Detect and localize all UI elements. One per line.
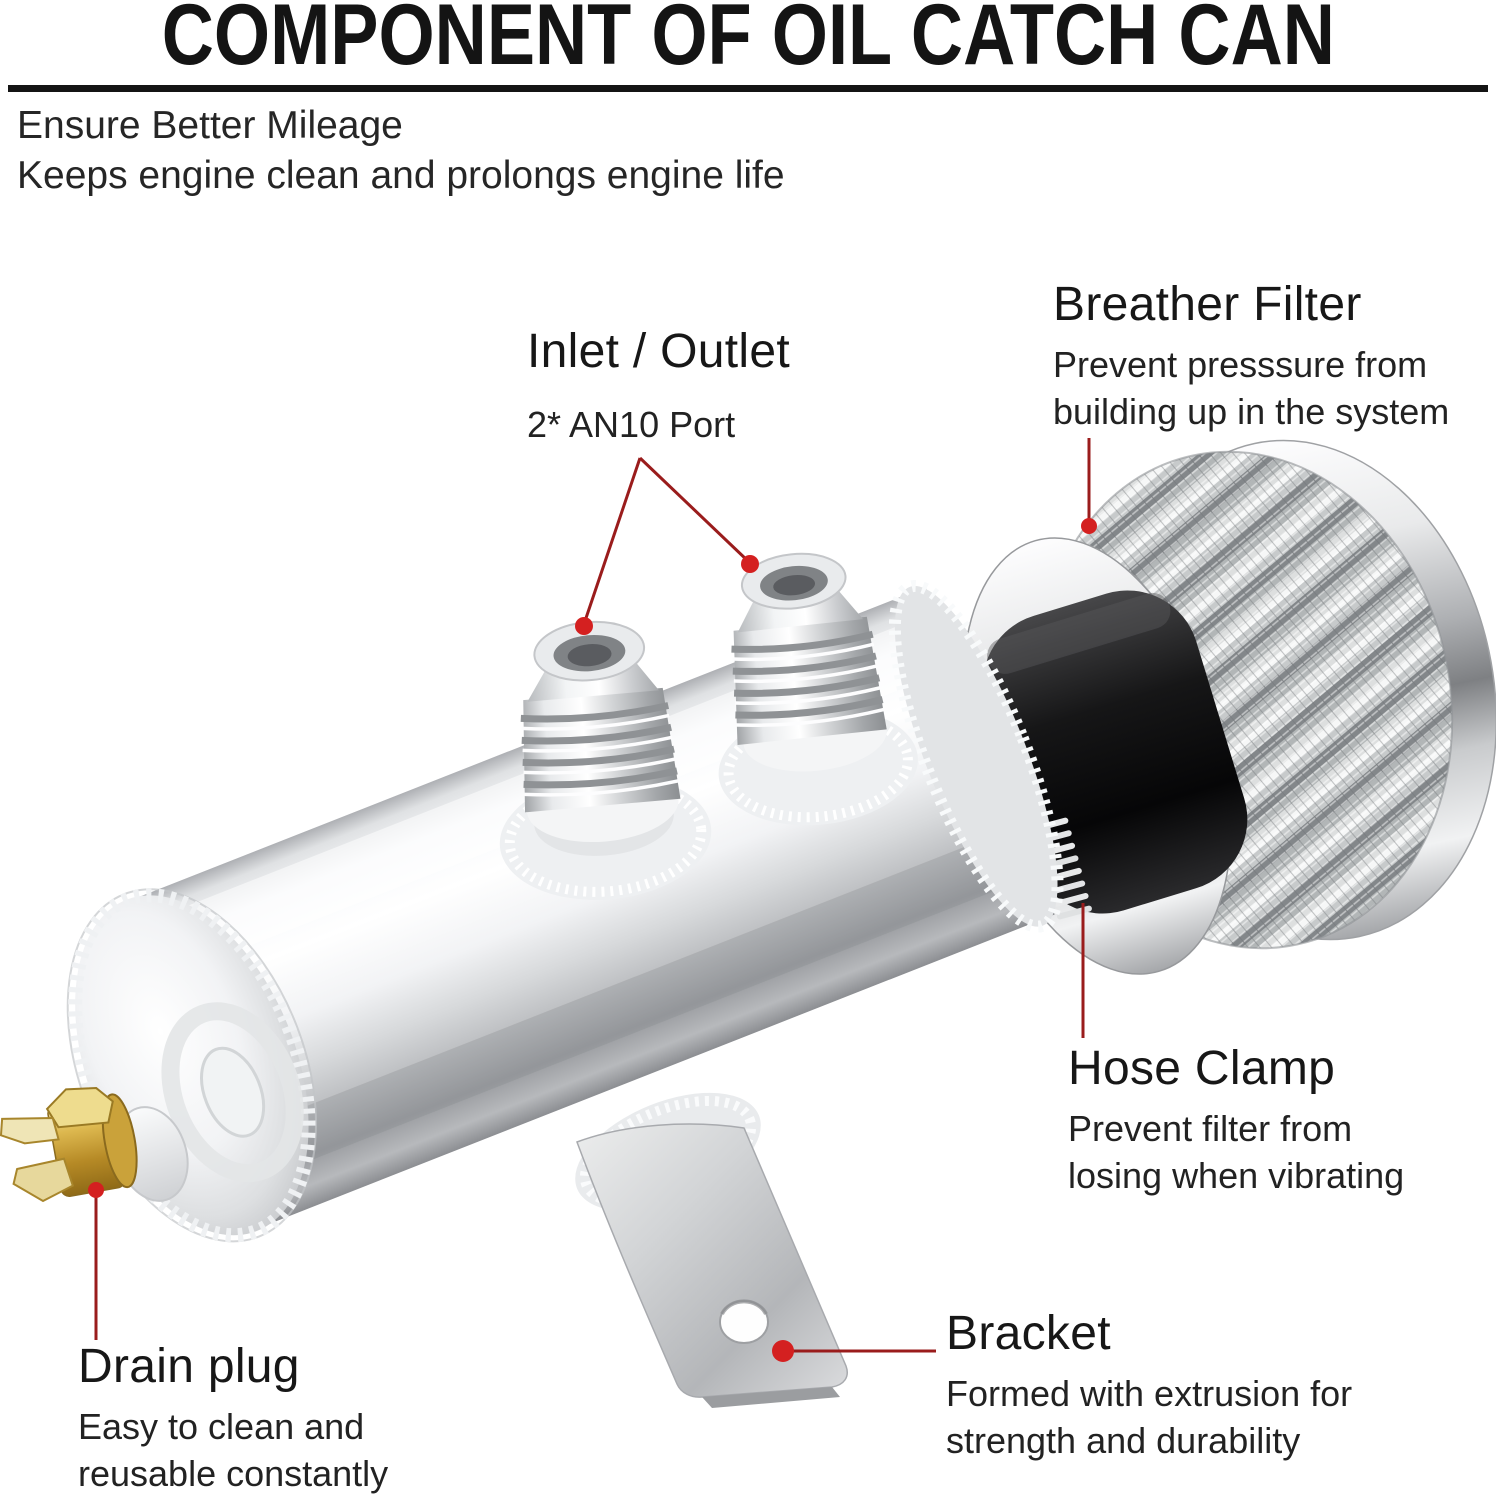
annotations: [94, 438, 1091, 1353]
callout-bracket-desc-1: Formed with extrusion for: [946, 1373, 1353, 1414]
callout-drain-plug-desc-1: Easy to clean and: [78, 1406, 365, 1447]
an10-fitting-right: [718, 552, 918, 826]
callout-drain-plug-title: Drain plug: [78, 1340, 300, 1393]
annotation-dot-inlet-left: [575, 617, 593, 635]
callout-breather-filter-desc-2: building up in the system: [1053, 391, 1450, 433]
callout-hose-clamp: Hose Clamp Prevent filter from losing wh…: [1068, 1041, 1404, 1199]
annotation-dot-drain-plug: [88, 1182, 104, 1198]
callout-bracket: Bracket Formed with extrusion for streng…: [946, 1306, 1352, 1464]
callout-hose-clamp-title: Hose Clamp: [1068, 1042, 1336, 1095]
tagline-engine-life: Keeps engine clean and prolongs engine l…: [17, 154, 785, 197]
callout-drain-plug-desc-2: reusable constantly: [78, 1453, 389, 1495]
callout-bracket-title: Bracket: [946, 1307, 1111, 1360]
drain-plug: [0, 1087, 189, 1203]
weld-bead-right: [888, 579, 1064, 933]
callout-hose-clamp-desc-1: Prevent filter from: [1068, 1108, 1353, 1149]
callout-breather-filter-title: Breather Filter: [1053, 278, 1362, 331]
annotation-line-inlet-left: [582, 457, 642, 625]
callout-breather-filter: Breather Filter Prevent presssure from b…: [1053, 277, 1449, 435]
page-title-text: COMPONENT OF OIL CATCH CAN: [161, 0, 1335, 83]
title-divider: [8, 85, 1488, 92]
annotation-dots: [88, 518, 1097, 1362]
callout-drain-plug: Drain plug Easy to clean and reusable co…: [78, 1339, 388, 1497]
callout-breather-filter-desc-1: Prevent presssure from: [1053, 344, 1428, 385]
annotation-dot-breather-filter: [1081, 518, 1097, 534]
callout-inlet-outlet: Inlet / Outlet 2* AN10 Port: [527, 324, 790, 448]
tagline-mileage: Ensure Better Mileage: [17, 104, 403, 147]
mounting-bracket: [575, 1092, 848, 1408]
annotation-dot-inlet-right: [741, 555, 759, 573]
annotation-line-inlet-right: [638, 456, 751, 564]
callout-inlet-outlet-title: Inlet / Outlet: [527, 325, 790, 378]
an10-fitting-left: [499, 620, 712, 900]
callout-bracket-desc-2: strength and durability: [946, 1420, 1301, 1462]
annotation-dot-bracket: [772, 1340, 794, 1362]
callout-hose-clamp-desc-2: losing when vibrating: [1068, 1155, 1405, 1197]
page-title: COMPONENT OF OIL CATCH CAN: [0, 0, 1496, 85]
callout-inlet-outlet-desc: 2* AN10 Port: [527, 404, 736, 445]
